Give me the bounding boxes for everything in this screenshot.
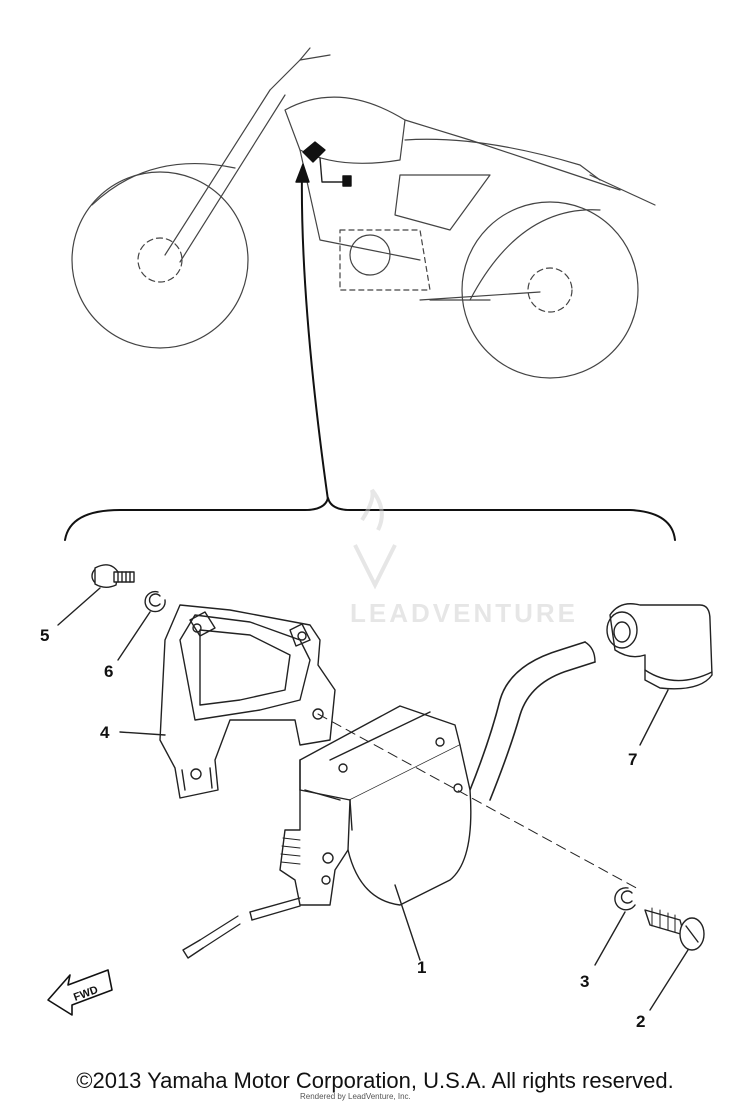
part-7-plug-cap [606, 603, 713, 690]
motorcycle-outline [71, 47, 656, 379]
copyright-notice: ©2013 Yamaha Motor Corporation, U.S.A. A… [76, 1068, 674, 1093]
render-credit: Rendered by LeadVenture, Inc. [300, 1092, 411, 1101]
leader-6 [117, 611, 151, 661]
leader-2 [649, 949, 689, 1011]
leader-5 [57, 587, 101, 626]
part-2-screw [644, 907, 705, 951]
wire-connector [342, 175, 352, 187]
coil-wire-on-bike [319, 157, 346, 183]
leader-1 [394, 884, 421, 961]
watermark-text: LEADVENTURE [350, 598, 579, 628]
fwd-arrow-icon [47, 969, 113, 1016]
callout-6: 6 [104, 662, 114, 681]
watermark-logo-icon [353, 488, 397, 590]
callout-7: 7 [628, 750, 638, 769]
leader-3 [594, 911, 626, 966]
leader-7 [639, 689, 669, 746]
part-1-ignition-coil [182, 641, 596, 959]
part-5-bolt [91, 564, 135, 588]
mounting-axis-dashed [317, 713, 641, 891]
leader-4 [119, 731, 166, 736]
callout-4: 4 [100, 723, 110, 742]
location-leader-line [300, 169, 329, 501]
callout-5: 5 [40, 626, 50, 645]
callout-3: 3 [580, 972, 590, 991]
callout-1: 1 [417, 958, 427, 977]
part-4-bracket [159, 604, 336, 799]
assembly-brace [64, 497, 676, 541]
coil-location-marker [302, 141, 326, 163]
location-arrowhead [295, 163, 310, 183]
part-3-washer [614, 887, 636, 911]
callout-2: 2 [636, 1012, 646, 1031]
part-6-washer [144, 590, 166, 613]
